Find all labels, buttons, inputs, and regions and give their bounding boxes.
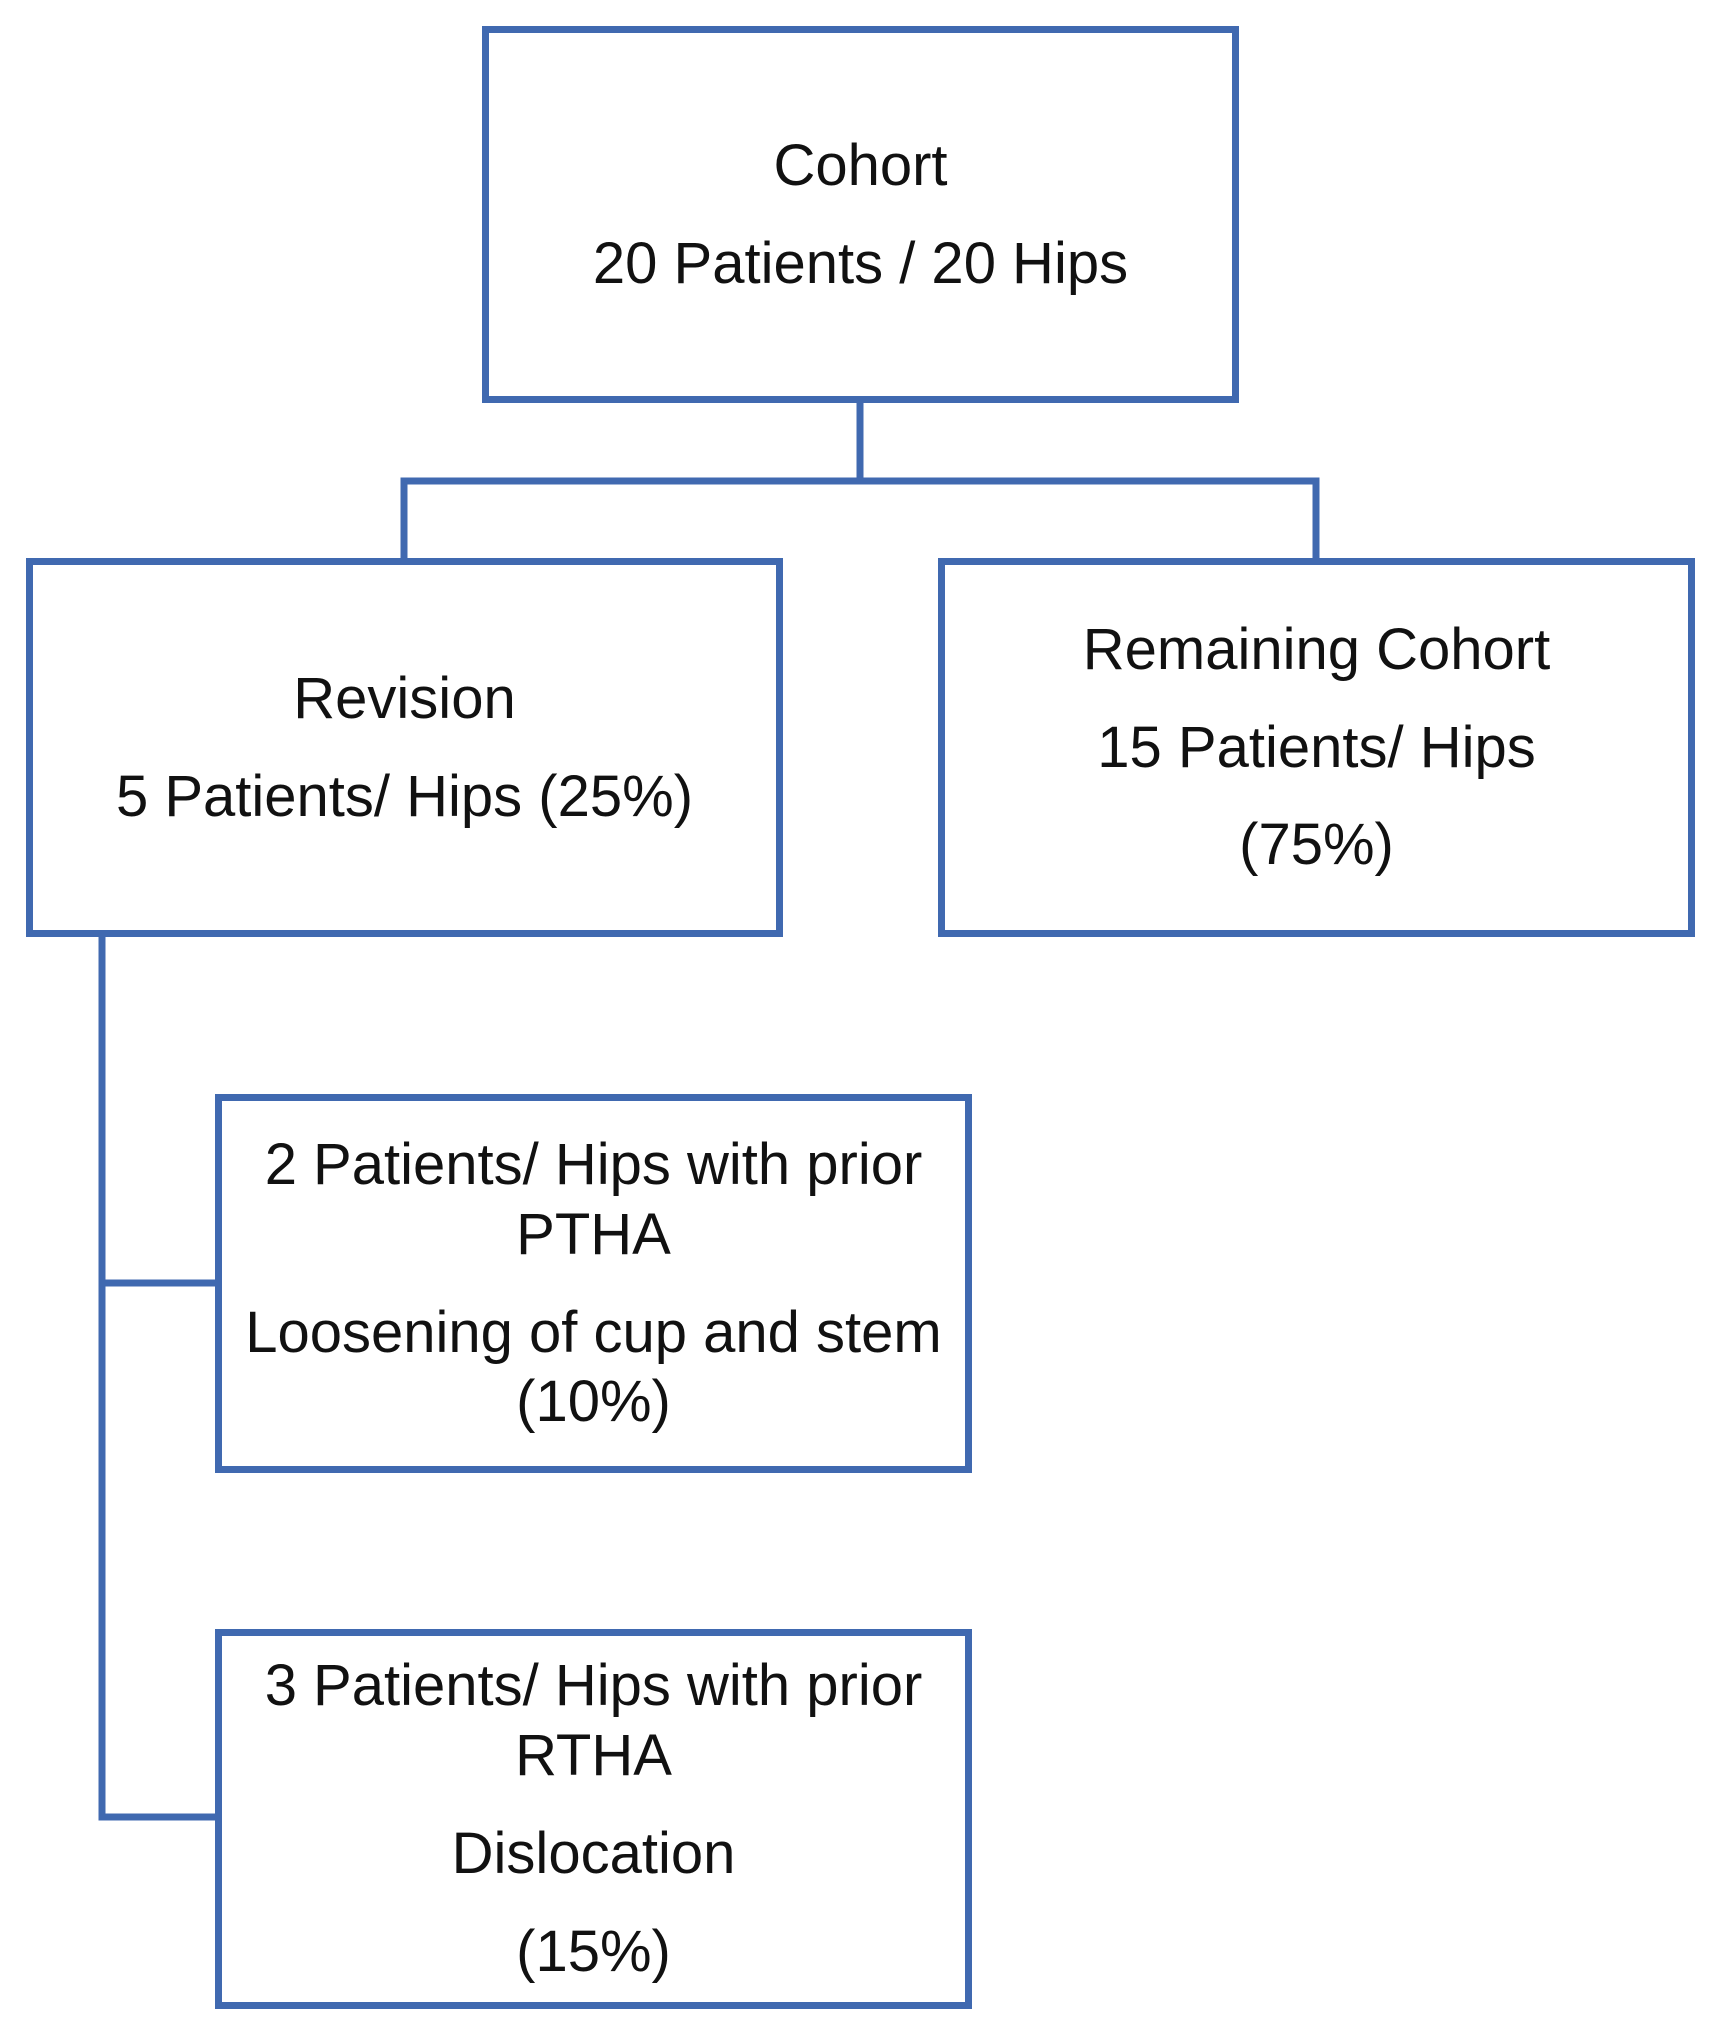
- revision-count: 5 Patients/ Hips (25%): [115, 763, 694, 829]
- ptha-line4: (10%): [516, 1369, 671, 1435]
- ptha-line2: PTHA: [516, 1201, 671, 1267]
- rtha-line2: RTHA: [515, 1723, 672, 1789]
- ptha-line3: Loosening of cup and stem: [245, 1299, 942, 1365]
- rtha-line1: 3 Patients/ Hips with prior: [264, 1653, 923, 1719]
- rtha-line4: (15%): [516, 1918, 671, 1984]
- ptha-line1: 2 Patients/ Hips with prior: [264, 1131, 923, 1197]
- cohort-title: Cohort: [773, 132, 948, 198]
- remaining-count: 15 Patients/ Hips: [1097, 714, 1536, 780]
- remaining-title: Remaining Cohort: [1082, 616, 1551, 682]
- ptha-box: 2 Patients/ Hips with prior PTHA Looseni…: [215, 1094, 972, 1473]
- cohort-count: 20 Patients / 20 Hips: [592, 230, 1129, 296]
- revision-box: Revision 5 Patients/ Hips (25%): [26, 558, 783, 937]
- cohort-box: Cohort 20 Patients / 20 Hips: [482, 26, 1239, 403]
- rtha-line3: Dislocation: [451, 1821, 736, 1886]
- remaining-cohort-box: Remaining Cohort 15 Patients/ Hips (75%): [938, 558, 1695, 937]
- revision-title: Revision: [293, 665, 516, 731]
- remaining-percent: (75%): [1239, 812, 1394, 878]
- rtha-box: 3 Patients/ Hips with prior RTHA Disloca…: [215, 1629, 972, 2009]
